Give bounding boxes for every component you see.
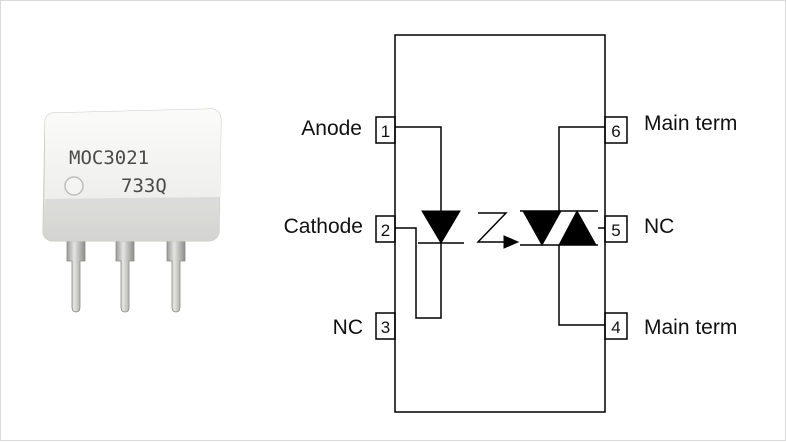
pin-box-3 <box>375 312 396 340</box>
schematic-solids <box>421 209 597 249</box>
mt-top-wire <box>558 126 605 211</box>
triac-up-triangle <box>558 209 597 246</box>
pin-label-main-term-bottom: Main term <box>644 316 737 339</box>
led-triangle <box>421 210 461 244</box>
pin-box-5 <box>604 215 628 243</box>
chip-legs <box>66 232 186 313</box>
pin-label-main-term-top: Main term <box>644 112 737 135</box>
pin-number-1: 1 <box>381 122 390 141</box>
pin1-dot-marker <box>64 176 84 196</box>
chip-photo: MOC3021 733Q <box>42 108 222 313</box>
schematic <box>375 34 628 413</box>
light-arrow-line <box>476 212 508 243</box>
pin-labels: Anode Cathode NC Main term NC Main term <box>284 112 738 339</box>
pin-box-6 <box>604 116 628 144</box>
pin-box-1 <box>375 116 396 144</box>
light-arrow-head <box>503 235 520 249</box>
pin-number-4: 4 <box>611 318 620 337</box>
chip-marking-line2: 733Q <box>121 175 167 197</box>
pin-box-4 <box>604 312 628 340</box>
pin-label-cathode: Cathode <box>284 215 363 238</box>
pin-number-3: 3 <box>381 318 390 337</box>
pin-label-nc-left: NC <box>333 316 363 339</box>
pin-label-anode: Anode <box>301 117 362 140</box>
pin-number-6: 6 <box>611 122 620 141</box>
chip-marking-line1: MOC3021 <box>69 147 149 169</box>
triac-down-triangle <box>522 210 562 247</box>
mt-bottom-wire <box>558 245 605 326</box>
pin-label-nc-right: NC <box>644 215 674 238</box>
cathode-wire <box>395 227 442 319</box>
pin-number-2: 2 <box>381 221 390 240</box>
anode-wire <box>395 126 442 211</box>
pin-box-2 <box>375 215 396 243</box>
pin-numbers: 1 2 3 4 5 6 <box>381 122 621 337</box>
pin-number-5: 5 <box>611 221 620 240</box>
